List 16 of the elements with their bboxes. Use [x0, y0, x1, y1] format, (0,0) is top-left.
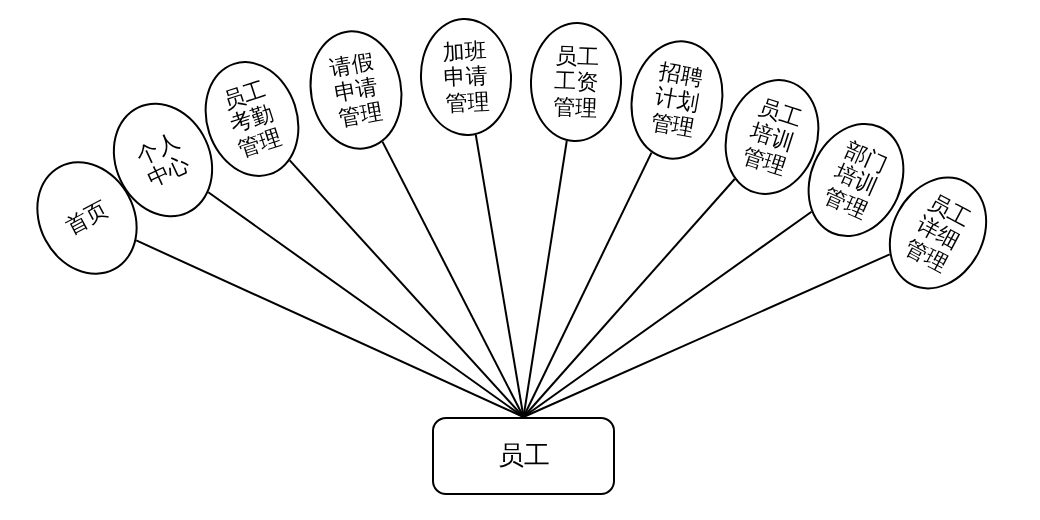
node-label: 员工 — [497, 441, 550, 471]
node-label: 首页 — [61, 196, 113, 240]
entity-box — [432, 417, 615, 495]
attribute-ellipse — [417, 15, 515, 139]
node-label: 员工培训管理 — [738, 93, 806, 181]
node-label: 员工考勤管理 — [218, 75, 286, 163]
node-label: 个人中心 — [131, 127, 195, 193]
node-label: 员工工资管理 — [551, 43, 601, 121]
node-label: 员工详细管理 — [899, 188, 977, 278]
node-label: 部门培训管理 — [819, 135, 893, 225]
node-label: 招聘计划管理 — [647, 58, 707, 142]
node-label: 加班申请管理 — [441, 37, 491, 117]
connector-line — [522, 178, 736, 418]
node-label: 请假申请管理 — [326, 48, 386, 132]
connector-line — [522, 253, 891, 418]
connector-line — [288, 159, 525, 418]
